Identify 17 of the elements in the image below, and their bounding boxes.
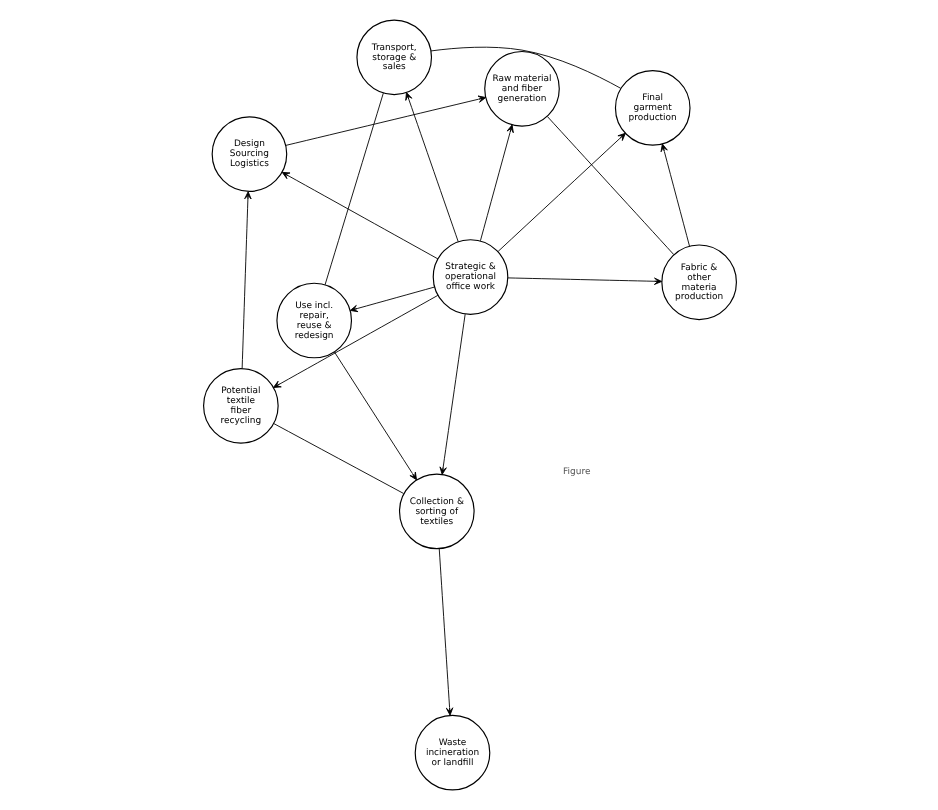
arrow [659,143,689,247]
arrow [479,124,513,242]
arrow [437,548,453,716]
arrow [506,277,662,285]
arrow [496,132,625,252]
arrow [284,95,486,146]
connector [545,116,674,256]
connector [272,423,403,494]
arrow [333,351,416,481]
arrow [271,294,438,388]
arrow [348,286,434,313]
arrow [280,171,438,260]
connector [323,92,383,286]
arrow [438,313,465,475]
arrow [240,191,251,369]
arrow [404,92,458,243]
connector [429,46,621,89]
